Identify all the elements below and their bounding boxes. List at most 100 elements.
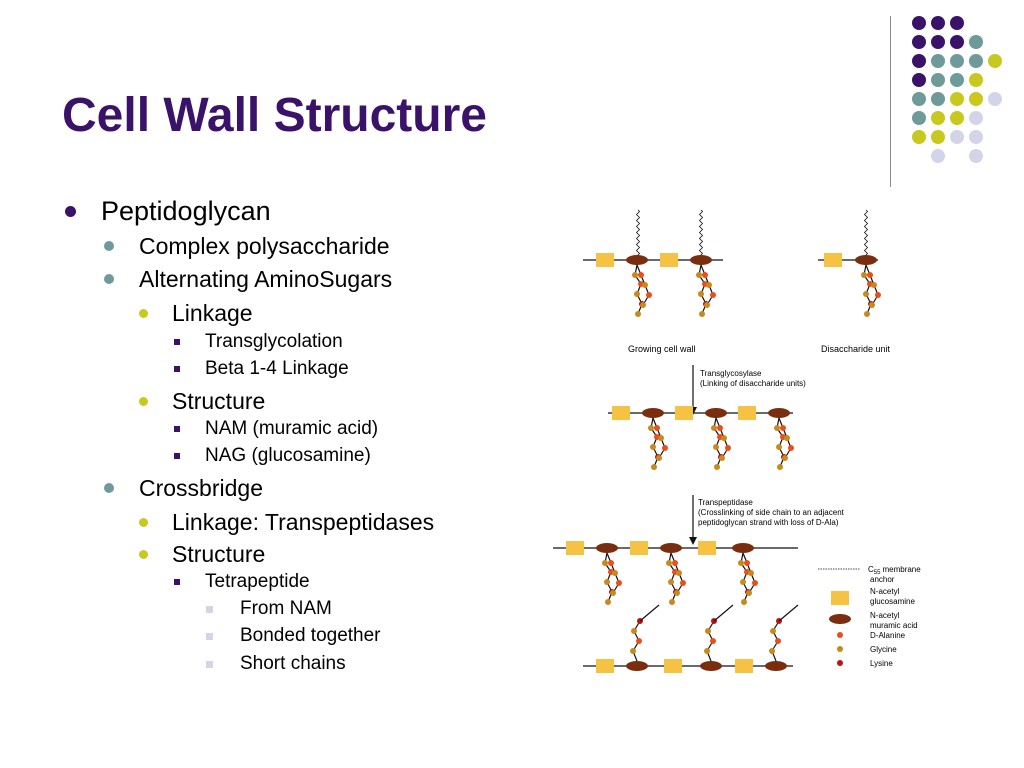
- nam-unit: [768, 408, 790, 418]
- bullet-marker: [206, 605, 213, 613]
- d-alanine-residue: [608, 560, 614, 566]
- bullet-level-3: Structure: [172, 541, 266, 567]
- membrane-anchor: [635, 209, 641, 261]
- peptidoglycan-diagram: Growing cell wall Disaccharide unit Tran…: [553, 209, 921, 673]
- legend-lysine-symbol: [837, 660, 843, 666]
- legend-nam-label-1: N-acetyl: [870, 611, 900, 620]
- d-alanine-residue: [744, 560, 750, 566]
- d-alanine-residue: [638, 272, 644, 278]
- nam-unit: [705, 408, 727, 418]
- decorative-dot: [950, 111, 964, 125]
- crosslink-bond: [639, 604, 660, 622]
- bullet-marker: [174, 366, 180, 372]
- disaccharide-unit-label: Disaccharide unit: [821, 344, 891, 354]
- glycine-residue: [746, 590, 752, 596]
- nag-unit: [735, 659, 753, 673]
- legend-nam-symbol: [829, 614, 851, 624]
- glycine-residue: [676, 570, 682, 576]
- d-alanine-residue: [788, 445, 794, 451]
- legend-nag-symbol: [831, 591, 849, 605]
- glycine-residue: [713, 444, 719, 450]
- decorative-dot: [969, 35, 983, 49]
- nam-unit: [855, 255, 877, 265]
- glycine-residue: [696, 272, 702, 278]
- d-alanine-residue: [616, 580, 622, 586]
- glycine-residue: [666, 560, 672, 566]
- nam-unit: [732, 543, 754, 553]
- glycine-residue: [714, 464, 720, 470]
- nag-unit: [660, 253, 678, 267]
- nam-unit: [626, 255, 648, 265]
- bullet-marker: [206, 660, 213, 668]
- glycine-residue: [863, 291, 869, 297]
- decorative-dot: [931, 16, 945, 30]
- d-alanine-residue: [752, 580, 758, 586]
- bullet-level-3: Linkage: Transpeptidases: [172, 509, 435, 535]
- decorative-dot: [931, 130, 945, 144]
- bullet-marker: [174, 426, 180, 432]
- glycine-residue: [612, 570, 618, 576]
- glycine-residue: [630, 648, 636, 654]
- bullet-marker: [206, 632, 213, 640]
- bullet-marker: [139, 308, 148, 318]
- bullet-level-2: Crossbridge: [139, 475, 263, 501]
- decorative-dot: [931, 54, 945, 68]
- decorative-dot: [912, 73, 926, 87]
- glycine-residue: [704, 302, 710, 308]
- bullet-level-5: Short chains: [240, 653, 346, 674]
- d-alanine-residue: [725, 445, 731, 451]
- decorative-dot: [988, 54, 1002, 68]
- glycine-residue: [640, 302, 646, 308]
- legend-nag-label-2: glucosamine: [870, 597, 915, 606]
- glycine-residue: [706, 282, 712, 288]
- nag-unit: [630, 541, 648, 555]
- glycine-residue: [602, 560, 608, 566]
- nam-unit: [626, 661, 648, 671]
- bullet-level-4: Beta 1-4 Linkage: [205, 358, 349, 379]
- nam-unit: [596, 543, 618, 553]
- glycine-residue: [604, 579, 610, 585]
- glycine-residue: [605, 599, 611, 605]
- slide-title: Cell Wall Structure: [62, 89, 487, 142]
- glycine-residue: [705, 628, 711, 634]
- bullet-level-5: Bonded together: [240, 625, 381, 646]
- nam-unit: [660, 543, 682, 553]
- decorative-dot: [931, 73, 945, 87]
- glycine-residue: [776, 444, 782, 450]
- bullet-marker: [139, 549, 148, 559]
- glycine-residue: [738, 560, 744, 566]
- d-alanine-residue: [710, 292, 716, 298]
- legend-nam-label-2: muramic acid: [870, 621, 918, 630]
- glycine-residue: [642, 282, 648, 288]
- glycine-residue: [698, 291, 704, 297]
- legend-dala-symbol: [837, 632, 843, 638]
- glycine-residue: [871, 282, 877, 288]
- glycine-residue: [864, 311, 870, 317]
- glycine-residue: [674, 590, 680, 596]
- bullet-marker: [104, 274, 114, 284]
- d-alanine-residue: [780, 425, 786, 431]
- transglycosylase-label: Transglycosylase: [700, 369, 762, 378]
- bullet-level-1: Peptidoglycan: [101, 196, 271, 226]
- decorative-dot: [969, 54, 983, 68]
- d-alanine-residue: [672, 560, 678, 566]
- glycine-residue: [774, 425, 780, 431]
- nam-unit: [690, 255, 712, 265]
- d-alanine-residue: [875, 292, 881, 298]
- glycine-residue: [861, 272, 867, 278]
- glycine-residue: [658, 435, 664, 441]
- d-alanine-residue: [680, 580, 686, 586]
- transpeptidase-desc-2: peptidoglycan strand with loss of D-Ala): [698, 518, 839, 527]
- nag-unit: [664, 659, 682, 673]
- decorative-dot: [931, 111, 945, 125]
- d-alanine-residue: [646, 292, 652, 298]
- nam-unit: [765, 661, 787, 671]
- glycine-residue: [610, 590, 616, 596]
- glycine-residue: [656, 455, 662, 461]
- decorative-dot: [969, 73, 983, 87]
- bullet-marker: [174, 339, 180, 345]
- nag-unit: [596, 253, 614, 267]
- decorative-dot: [912, 16, 926, 30]
